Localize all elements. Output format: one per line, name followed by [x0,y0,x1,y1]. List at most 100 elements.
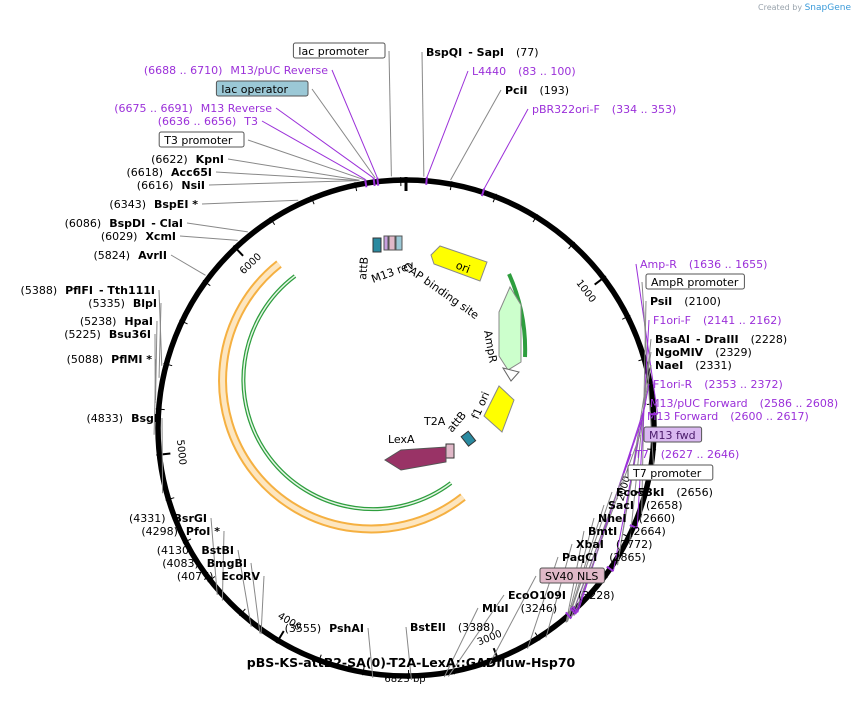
label-pbr322ori-f[interactable]: pBR322ori-F(334 .. 353) [532,103,676,116]
label-position: (2627 .. 2646) [661,448,740,461]
primer-site [376,177,380,186]
leader-line [635,263,659,414]
label-position: (2141 .. 2162) [703,314,782,327]
label-lac-promoter[interactable]: lac promoter [292,42,386,59]
label-blpi[interactable]: (5335)BlpI [88,297,157,310]
label-t3-promoter[interactable]: T3 promoter [158,131,245,148]
label-m13-puc-reverse[interactable]: (6688 .. 6710)M13/pUC Reverse [144,64,328,77]
primer-marks [364,176,658,620]
label-bspei-[interactable]: (6343)BspEI * [109,198,198,211]
m13rev-box[interactable] [383,235,389,251]
label-ampr-promoter[interactable]: AmpR promoter [645,273,745,290]
label-bspqi[interactable]: BspQI- SapI(77) [426,46,539,59]
label-text: M13/pUC Forward(2586 .. 2608) [650,397,838,410]
f1ori-arrow[interactable] [483,385,515,433]
tick-mark [165,497,175,501]
label-pflfi[interactable]: (5388)PflFI- Tth111I [21,284,155,297]
label-paqci[interactable]: PaqCI(2865) [562,551,646,564]
label-ngomiv[interactable]: NgoMIV(2329) [655,346,752,359]
label-bsgi[interactable]: (4833)BsgI [87,412,158,425]
label-bmgbi[interactable]: (4083)BmgBI [162,557,247,570]
label-position: (2353 .. 2372) [704,378,783,391]
leader-line [569,472,625,620]
leader-line [545,543,573,638]
label-naei[interactable]: NaeI(2331) [655,359,732,372]
label-t3[interactable]: (6636 .. 6656)T3 [158,115,258,128]
label-text: (6688 .. 6710)M13/pUC Reverse [144,64,328,77]
label-ecoo109i[interactable]: EcoO109I(3228) [508,589,615,602]
label-saci[interactable]: SacI(2658) [608,499,683,512]
label-psii[interactable]: PsiI(2100) [650,295,721,308]
label-eco53ki[interactable]: Eco53kI(2656) [616,486,713,499]
label-bsu36i[interactable]: (5225)Bsu36I [64,328,151,341]
tick-mark [634,490,649,497]
label-pshai[interactable]: (3555) PshAI [285,622,364,635]
label-bspdi[interactable]: (6086)BspDI- ClaI [65,217,183,230]
label-acc65i[interactable]: (6618)Acc65I [126,166,212,179]
lac-box [395,235,403,251]
label-xbai[interactable]: XbaI(2772) [576,538,652,551]
tick-label: 5000 [174,439,188,465]
label-f1ori-f[interactable]: F1ori-F (2141 .. 2162) [653,314,782,327]
label-m13-reverse[interactable]: (6675 .. 6691)M13 Reverse [114,102,272,115]
label-m13-forward[interactable]: M13 Forward(2600 .. 2617) [647,410,809,423]
site-labels: BspQI- SapI(77) L4440(83 .. 100) PciI(193)… [21,42,838,635]
label-position: (193) [539,84,569,97]
label-position: (5824) [94,249,131,262]
label-sv40-nls[interactable]: SV40 NLS [539,567,605,584]
label-bsrgi[interactable]: (4331)BsrGI [129,512,207,525]
label-name: F1ori-F [653,314,691,327]
label-bsaai[interactable]: BsaAI- DraIII(2228) [655,333,787,346]
label-hpai[interactable]: (5238)HpaI [80,315,153,328]
label-f1ori-r[interactable]: F1ori-R(2353 .. 2372) [653,378,783,391]
label-xcmi[interactable]: (6029)XcmI [101,230,176,243]
attb-left-box[interactable] [372,237,382,253]
ori-arrow[interactable] [430,245,488,282]
label-box [645,273,745,290]
label-lac-operator[interactable]: lac operator [215,80,309,97]
label-avrii[interactable]: (5824)AvrII [94,249,167,262]
label-position: (5088) [67,353,104,366]
label-mlui[interactable]: MluI(3246) [482,602,557,615]
label-t7-promoter[interactable]: T7 promoter [627,464,714,481]
label-m13-puc-forward[interactable]: M13/pUC Forward(2586 .. 2608) [650,397,838,410]
lexa-arrow[interactable] [384,446,447,471]
leader-line [487,575,537,667]
label-nsii[interactable]: (6616)NsiI [137,179,205,192]
label-name: PshAI [329,622,364,635]
label-name: PfoI * [186,525,220,538]
label-bstbi[interactable]: (4130)BstBI [157,544,234,557]
label-bsteii[interactable]: BstEII(3388) [410,621,494,634]
green-arc-right [507,273,528,358]
label-position: (2772) [616,538,653,551]
label-pflmi-[interactable]: (5088)PflMI * [67,353,153,366]
label-name: XcmI [145,230,176,243]
primer-site [425,176,428,185]
label-text: pBR322ori-F(334 .. 353) [532,103,676,116]
label-bmti[interactable]: BmtI(2664) [588,525,666,538]
label-amp-r[interactable]: Amp-R(1636 .. 1655) [640,258,767,271]
tick-mark [492,647,500,662]
feature-orange-arc [218,260,466,534]
label-position: (3555) [285,622,322,635]
label-text: (5238)HpaI [80,315,153,328]
label-nhei[interactable]: NheI(2660) [598,512,675,525]
label-name: NaeI [655,359,683,372]
leader-line [367,627,374,678]
label-ecorv[interactable]: (4077)EcoRV [177,570,261,583]
tick-mark [232,245,244,257]
label-t7[interactable]: T7(2627 .. 2646) [634,448,739,461]
label-pfoi-[interactable]: (4298)PfoI * [141,525,220,538]
label-position: (4130) [157,544,194,557]
t2a-box[interactable] [445,443,455,459]
label-kpni[interactable]: (6622)KpnI [151,153,224,166]
label-l4440[interactable]: L4440(83 .. 100) [472,65,576,78]
label-text: (4083)BmgBI [162,557,247,570]
attb-right-box[interactable] [460,430,477,447]
label-text: F1ori-F (2141 .. 2162) [653,314,782,327]
label-m13-fwd[interactable]: M13 fwd [643,426,703,443]
label-text: (4833)BsgI [87,412,158,425]
ampr-arrow[interactable] [498,285,522,371]
label-pcii[interactable]: PciI(193) [505,84,569,97]
label-text: (5824)AvrII [94,249,167,262]
